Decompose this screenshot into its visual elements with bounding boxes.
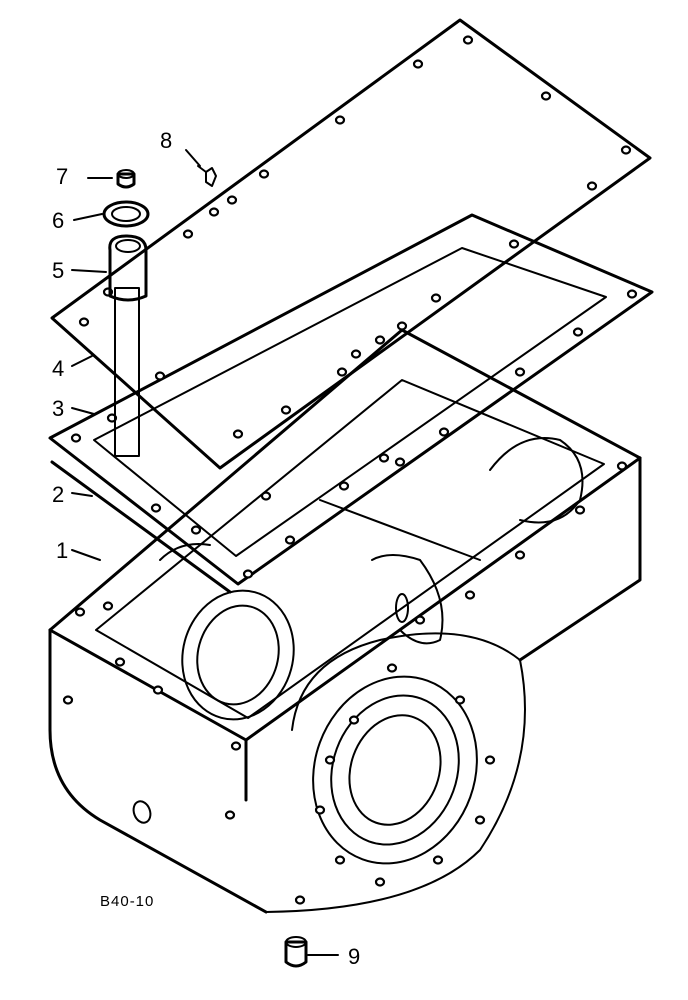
callout-9: 9 [348, 944, 360, 969]
callout-6: 6 [52, 208, 64, 233]
callout-2: 2 [52, 482, 64, 507]
callout-labels: 1 2 3 4 5 6 7 8 9 B40-10 [52, 128, 360, 969]
callout-5: 5 [52, 258, 64, 283]
cover-plate-part-4 [50, 18, 652, 470]
callout-4: 4 [52, 356, 64, 381]
callout-3: 3 [52, 396, 64, 421]
housing-part-1 [48, 328, 642, 914]
plug-part-7 [116, 169, 136, 189]
gasket-part-3 [50, 460, 232, 594]
drain-plug-part-9 [284, 936, 308, 968]
filler-ring-part-6 [102, 200, 150, 228]
callout-8: 8 [160, 128, 172, 153]
gasket-part-2 [48, 213, 654, 586]
breather-part-8 [197, 165, 217, 187]
callout-7: 7 [56, 164, 68, 189]
housing-rim-holes [62, 461, 628, 905]
leader-lines [71, 149, 339, 956]
callout-1: 1 [56, 538, 68, 563]
filler-tube-part-5 [108, 234, 148, 457]
figure-code: B40-10 [100, 893, 154, 910]
